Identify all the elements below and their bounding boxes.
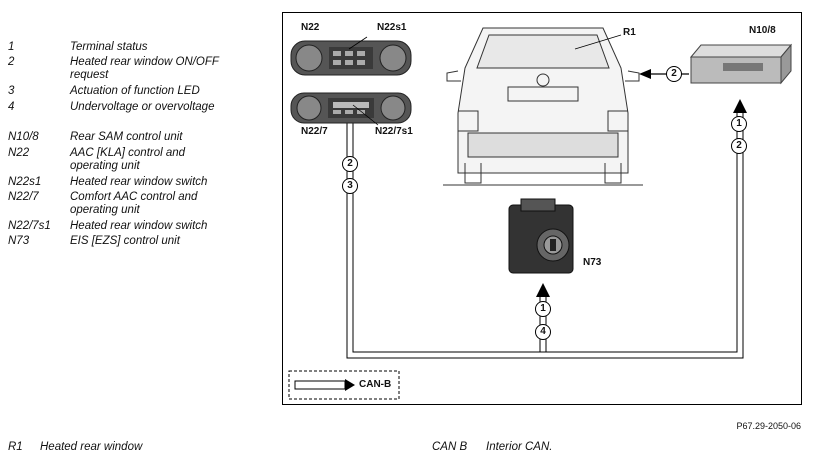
legend-desc: EIS [EZS] control unit — [70, 235, 180, 247]
signal-badge: 2 — [342, 156, 358, 172]
legend-desc: Rear SAM control unit — [70, 131, 183, 143]
legend-desc: AAC [KLA] control and operating unit — [70, 147, 186, 172]
diagram-graphics — [288, 27, 793, 400]
arrow-up-n73 — [536, 283, 550, 297]
figure-reference: P67.29-2050-06 — [736, 421, 801, 431]
legend-desc: Actuation of function LED — [70, 85, 200, 97]
signal-badge: 4 — [535, 324, 551, 340]
legend-desc: Comfort AAC control and operating unit — [70, 191, 198, 216]
legend-desc: Heated rear window ON/OFF request — [70, 56, 219, 81]
legend-code: N10/8 — [8, 131, 39, 143]
n10-8-module — [689, 43, 793, 85]
signal-badge: 1 — [731, 116, 747, 132]
legend-code: N22/7s1 — [8, 220, 51, 232]
legend-desc: Heated rear window switch — [70, 220, 208, 232]
label-n22s1: N22s1 — [377, 22, 407, 33]
car-rear — [443, 27, 643, 186]
legend-desc: Terminal status — [70, 41, 148, 53]
n22-panel — [290, 40, 412, 76]
can-b-key-box — [288, 370, 400, 400]
label-n73: N73 — [583, 257, 602, 268]
footer-r1-code: R1 — [8, 441, 23, 453]
signal-badge: 1 — [535, 301, 551, 317]
arrow-up-n10-8 — [733, 99, 747, 113]
label-n22-7: N22/7 — [301, 126, 328, 137]
label-n22-7s1: N22/7s1 — [375, 126, 413, 137]
signal-badge: 2 — [666, 66, 682, 82]
legend-code: N73 — [8, 235, 30, 247]
legend-code: N22 — [8, 147, 30, 159]
legend-desc: Undervoltage or overvoltage — [70, 101, 215, 113]
label-r1: R1 — [623, 27, 636, 38]
legend-code: 4 — [8, 101, 15, 113]
legend-code: 3 — [8, 85, 15, 97]
label-n10-8: N10/8 — [749, 25, 776, 36]
signal-badge: 2 — [731, 138, 747, 154]
wiring-diagram: N22 N22s1 N22/7 N22/7s1 R1 N10/8 N73 CAN… — [282, 12, 802, 405]
legend-code: N22s1 — [8, 176, 42, 188]
footer-can-code: CAN B — [432, 441, 468, 453]
n22-7-panel — [290, 92, 412, 124]
label-can-b: CAN-B — [359, 379, 392, 390]
signal-badge: 3 — [342, 178, 358, 194]
legend-desc: Heated rear window switch — [70, 176, 208, 188]
label-n22: N22 — [301, 22, 320, 33]
legend-code: 1 — [8, 41, 15, 53]
footer-can-desc: Interior CAN. — [486, 441, 553, 453]
footer-r1-desc: Heated rear window — [40, 441, 143, 453]
legend-code: N22/7 — [8, 191, 39, 203]
legend-code: 2 — [8, 56, 15, 68]
n73-module — [508, 198, 574, 274]
